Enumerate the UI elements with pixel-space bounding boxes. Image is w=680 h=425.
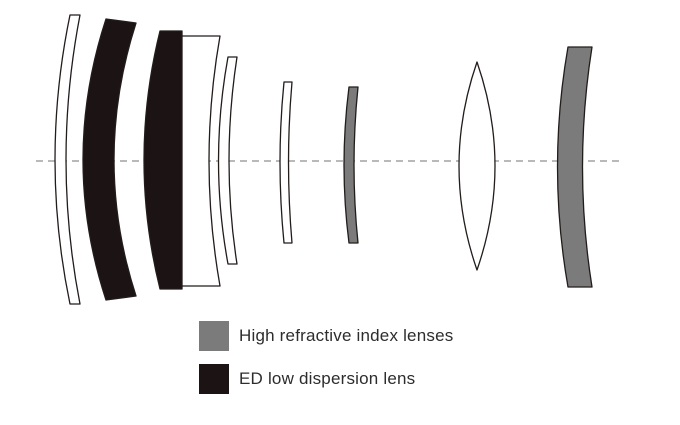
lens-element-2-ed (82, 18, 137, 301)
lens-element-9-high-refractive (556, 46, 593, 288)
lens-element-7-high-refractive (343, 86, 359, 244)
lens-element-6 (279, 81, 293, 244)
high-refractive-swatch-icon (199, 321, 229, 351)
legend: High refractive index lenses ED low disp… (199, 321, 453, 394)
lens-element-8-biconvex (458, 61, 496, 271)
lens-element-1-meniscus (54, 14, 81, 305)
legend-item-high-refractive: High refractive index lenses (199, 321, 453, 351)
lens-element-3-ed (143, 30, 183, 290)
high-refractive-label: High refractive index lenses (239, 326, 454, 345)
ed-low-dispersion-label: ED low dispersion lens (239, 369, 416, 388)
lens-element-5-meniscus (217, 56, 238, 265)
lens-element-4 (181, 35, 221, 287)
ed-low-dispersion-swatch-icon (199, 364, 229, 394)
legend-item-ed-low-dispersion: ED low dispersion lens (199, 364, 453, 394)
